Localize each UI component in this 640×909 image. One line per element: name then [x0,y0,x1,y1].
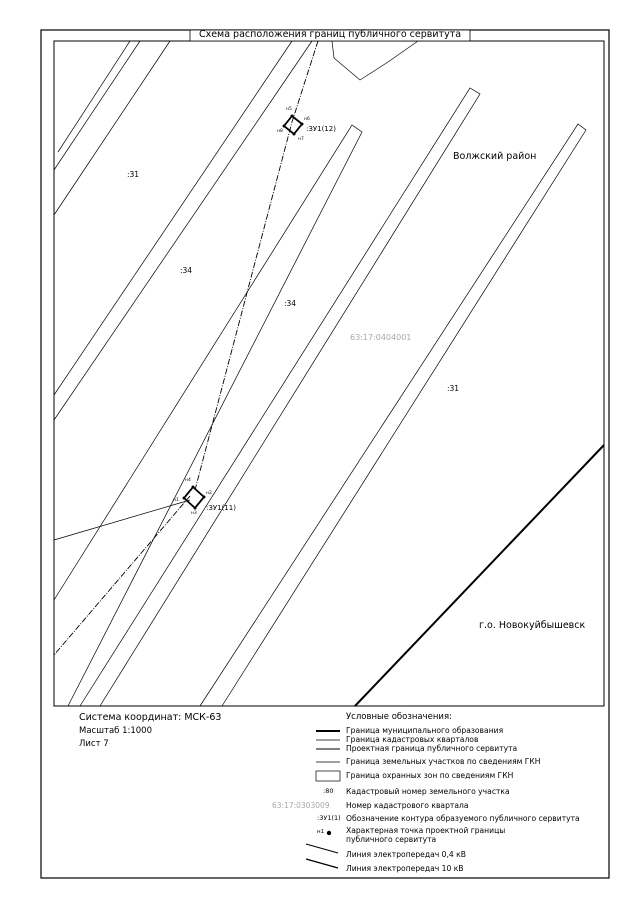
power-lines [53,40,319,656]
legend-label-parcel-number: Кадастровый номер земельного участка [346,787,510,796]
point-marker [202,495,206,499]
legend-symbol-line10 [305,858,339,869]
parcel-line [199,123,587,707]
legend-sample-contour: :ЗУ1(1) [317,814,341,822]
parcel-number-label: :34 [284,299,297,308]
contour-label: :ЗУ1(11) [206,504,236,512]
point-label: н7 [298,136,304,142]
legend-label-line10: Линия электропередач 10 кВ [346,864,464,873]
point-marker [182,496,186,500]
legend-label-contour: Обозначение контура образуемого публично… [346,814,580,823]
map-scale: Масштаб 1:1000 [79,726,153,736]
municipal-boundary-line [354,444,605,707]
point-label: н8 [277,128,283,134]
legend-label-zones: Граница охранных зон по сведениям ГКН [346,771,514,780]
sheet-number: Лист 7 [79,739,109,749]
region-label-novokuybyshevsk: г.о. Новокуйбышевск [479,620,586,631]
power-line-04kv [53,495,191,656]
region-label-volzhsky: Волжский район [453,151,537,162]
point-label: н2 [206,490,212,496]
parcel-line [53,124,363,707]
point-label: н5 [286,106,292,112]
legend-sample-parcel-number: :80 [323,787,334,795]
legend-symbols [305,730,341,869]
legend-symbol-point [326,830,332,836]
legend-sample-point: н1 [317,829,325,835]
legend-label-municipal: Граница муниципального образования [346,726,504,735]
point-marker [300,122,304,126]
parcel-number-label: :31 [447,384,460,393]
page-title: Схема расположения границ публичного сер… [198,29,462,40]
point-marker [282,124,286,128]
title-box [189,29,471,42]
parcel-line [57,40,131,153]
legend-symbol-line04 [305,843,339,854]
legend-label-line04: Линия электропередач 0,4 кВ [346,850,466,859]
legend-label-parcels: Граница земельных участков по сведениям … [346,757,541,766]
legend-label-quarter-number: Номер кадастрового квартала [346,801,469,810]
coordinate-system: Система координат: МСК-63 [79,712,222,723]
point-label: н4 [185,477,191,483]
parcel-line [53,40,141,171]
legend-symbol-zones [315,770,341,782]
parcel-line [53,40,293,396]
servitude-polygon [182,485,206,510]
parcel-line [53,40,171,216]
point-label: н3 [191,510,197,516]
point-marker [292,132,296,136]
point-label: н6 [304,116,310,122]
power-line-04kv [194,40,319,491]
legend-title: Условные обозначения: [346,712,452,722]
legend-sample-quarter-number: 63:17:0303009 [272,801,330,810]
parcel-boundaries [53,40,587,707]
legend-label-servitude: Проектная граница публичного сервитута [346,744,518,753]
parcel-number-label: :31 [127,170,140,179]
point-label: н1 [173,497,179,503]
point-marker [193,506,197,510]
legend-label-quarters: Граница кадастровых кварталов [346,735,479,744]
map-frame [53,40,605,707]
servitude-contour-11: н4 н2 н3 н1 :ЗУ1(11) [173,477,236,516]
parcel-line [53,40,313,421]
legend-label-point: Характерная точка проектной границы [346,826,506,835]
parcel-line [79,87,481,707]
parcel-number-label: :34 [180,266,193,275]
point-marker [191,485,195,489]
contour-label: :ЗУ1(12) [306,125,336,133]
cadastral-quarter-label: 63:17:0404001 [350,333,412,342]
servitude-contour-12: н5 н6 н7 н8 :ЗУ1(12) [277,106,336,142]
parcel-line [331,40,419,81]
legend-label-point-cont: публичного сервитута [346,835,437,844]
parcel-line [53,499,191,541]
point-marker [290,114,294,118]
